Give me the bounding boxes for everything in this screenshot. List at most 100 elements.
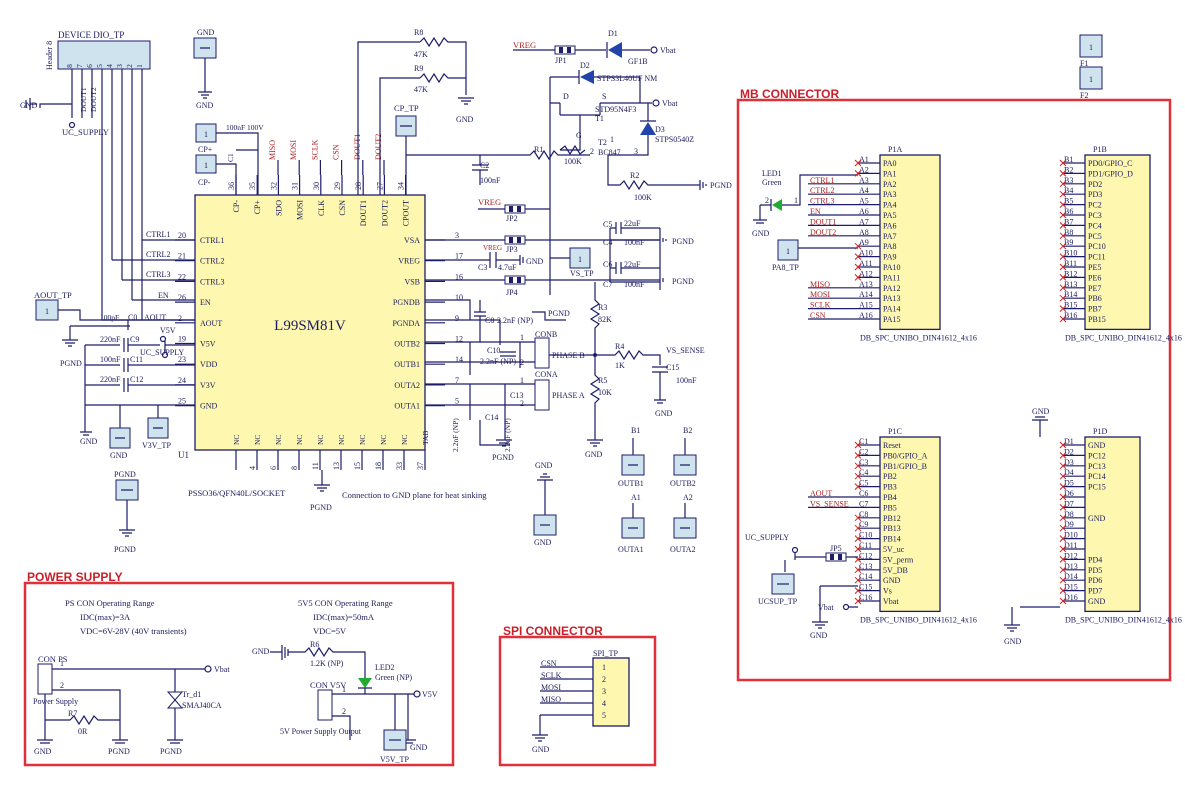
- connector-pin-number: A11: [859, 259, 872, 268]
- wire: [854, 587, 862, 594]
- spi-pin-number: 2: [602, 675, 606, 684]
- svg-text:2.2nF (NP): 2.2nF (NP): [480, 357, 516, 366]
- u1-pin-number: 4: [248, 466, 257, 470]
- u1-pin-number: 6: [269, 466, 278, 470]
- connector-pin-number: B8: [1064, 228, 1073, 237]
- svg-text:22uF: 22uF: [624, 260, 641, 269]
- svg-text:LED1: LED1: [762, 169, 782, 178]
- svg-text:Vbat: Vbat: [662, 99, 678, 108]
- svg-text:100pF: 100pF: [100, 313, 119, 322]
- svg-text:VDC=6V-28V (40V transients): VDC=6V-28V (40V transients): [80, 626, 187, 636]
- connector-pin-name: PA10: [883, 263, 901, 272]
- connector-pin-name: PB7: [1088, 305, 1102, 314]
- connector-pin-name: PC13: [1088, 462, 1106, 471]
- connector-pin-number: A8: [859, 228, 869, 237]
- connector-pin-number: C13: [859, 562, 872, 571]
- svg-text:OUTB2: OUTB2: [670, 479, 696, 488]
- u1-pin-number: 11: [311, 462, 320, 470]
- u1-pin-number: 19: [178, 335, 186, 344]
- svg-text:2: 2: [520, 399, 524, 408]
- svg-text:220nF: 220nF: [100, 375, 121, 384]
- connector-pin-number: A13: [859, 280, 873, 289]
- connector-pin-name: PB4: [883, 493, 897, 502]
- wire: [1059, 566, 1067, 574]
- connector-pin-number: A16: [859, 311, 873, 320]
- svg-text:V5V: V5V: [160, 326, 176, 335]
- svg-text:C9: C9: [130, 335, 139, 344]
- svg-text:1: 1: [520, 333, 524, 342]
- wire: [1059, 493, 1067, 501]
- svg-text:1K: 1K: [615, 361, 625, 370]
- wire: [854, 274, 862, 281]
- u1-pin-name: VREG: [398, 257, 420, 266]
- u1-pin-name: OUTB2: [394, 340, 420, 349]
- connector-pin-name: PA4: [883, 201, 897, 210]
- top-net-label: SCLK: [310, 139, 319, 160]
- u1-pin-name: V3V: [200, 381, 216, 390]
- connector-pin-number: C16: [859, 593, 872, 602]
- svg-text:D2: D2: [580, 61, 590, 70]
- wire: [854, 566, 862, 574]
- connector-pin-name: PD3: [1088, 190, 1102, 199]
- svg-text:CONB: CONB: [535, 330, 557, 339]
- svg-text:G: G: [576, 131, 582, 140]
- svg-text:1: 1: [45, 307, 49, 316]
- wire: [854, 483, 862, 490]
- svg-text:T1: T1: [595, 114, 604, 123]
- svg-text:Green (NP): Green (NP): [375, 673, 412, 682]
- svg-text:IDC(max)=50mA: IDC(max)=50mA: [313, 612, 375, 622]
- connector-pin-name: PE7: [1088, 284, 1101, 293]
- header8-supply: UC_SUPPLY: [62, 127, 109, 137]
- connector-pin-name: PB3: [883, 483, 897, 492]
- svg-text:R6: R6: [310, 640, 319, 649]
- header8-pin: 7: [75, 64, 84, 68]
- svg-text:220nF: 220nF: [100, 335, 121, 344]
- u1-pin-number: 23: [178, 355, 186, 364]
- svg-text:C14: C14: [485, 413, 498, 422]
- svg-text:CP_TP: CP_TP: [394, 103, 419, 113]
- connector-net: CSN: [810, 311, 826, 320]
- svg-text:C7: C7: [603, 280, 612, 289]
- svg-text:PA8_TP: PA8_TP: [772, 263, 799, 272]
- u1-pin-name: PGNDA: [392, 319, 420, 328]
- svg-text:82K: 82K: [598, 315, 612, 324]
- u1-pin-number: 2: [178, 314, 182, 323]
- svg-text:10K: 10K: [598, 388, 612, 397]
- svg-text:R2: R2: [630, 171, 639, 180]
- u1-pin-name: EN: [200, 298, 211, 307]
- wire: [1059, 597, 1067, 605]
- spi-pin-number: 1: [602, 663, 606, 672]
- power-supply-title: POWER SUPPLY: [27, 570, 123, 584]
- svg-text:GND: GND: [535, 461, 553, 470]
- top-net-label: CSN: [332, 144, 341, 160]
- svg-text:CP+: CP+: [198, 145, 213, 154]
- spi-net: MISO: [541, 695, 561, 704]
- connector-pin-number: D8: [1064, 510, 1074, 519]
- connector-pin-number: D2: [1064, 447, 1074, 456]
- svg-text:SPI_TP: SPI_TP: [593, 649, 618, 658]
- connector-pin-name: PD2: [1088, 180, 1102, 189]
- f1-f2: 1 F1 1 F2: [1079, 34, 1103, 100]
- svg-text:2.2nF (NP): 2.2nF (NP): [451, 418, 460, 452]
- header8-label-dout2: DOUT2: [89, 87, 98, 112]
- connector-ref: P1A: [888, 145, 902, 154]
- connector-pin-name: PA0: [883, 159, 897, 168]
- svg-text:100nF: 100nF: [624, 280, 645, 289]
- connector-pin-number: C6: [859, 489, 868, 498]
- svg-text:B2: B2: [683, 426, 692, 435]
- u1-pin-number: 21: [178, 252, 186, 261]
- connector-pin-number: B3: [1064, 176, 1073, 185]
- svg-text:GND: GND: [1004, 637, 1022, 646]
- header8-ref: Header 8: [45, 41, 54, 70]
- spi-connector-frame: [498, 635, 657, 767]
- spi-net: SCLK: [541, 671, 562, 680]
- u1-pin-number: 14: [455, 355, 463, 364]
- u1-pin-name: VSB: [404, 277, 420, 286]
- connector-pin-name: PA3: [883, 190, 897, 199]
- header8-pin: 1: [135, 64, 144, 68]
- svg-text:1: 1: [1089, 43, 1093, 52]
